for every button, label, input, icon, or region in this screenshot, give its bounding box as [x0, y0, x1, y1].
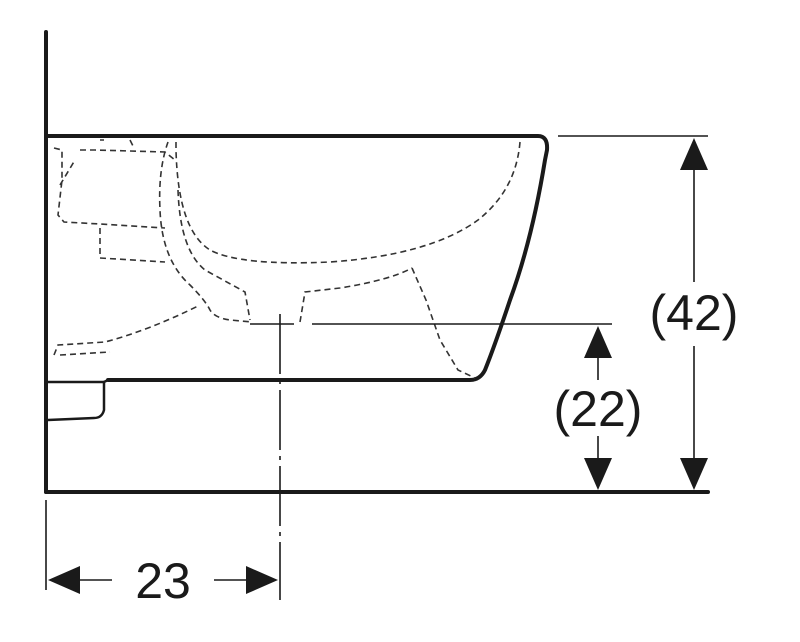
hidden-lines	[53, 139, 521, 379]
arrow-left-icon	[48, 566, 80, 594]
outlet-distance-dimension: 23	[45, 500, 278, 609]
outlet-height-dimension: (22)	[554, 326, 643, 490]
outlet-height-label: (22)	[554, 381, 643, 437]
arrow-right-icon	[246, 566, 278, 594]
bowl-outline	[44, 134, 550, 382]
rear-foot-outline	[47, 378, 109, 422]
arrow-down-icon	[680, 458, 708, 490]
arrow-down-icon	[584, 458, 612, 490]
arrow-up-icon	[680, 138, 708, 170]
arrow-up-icon	[584, 326, 612, 358]
total-height-label: (42)	[650, 285, 739, 341]
total-height-dimension: (42)	[650, 138, 739, 490]
outlet-distance-label: 23	[135, 553, 191, 609]
